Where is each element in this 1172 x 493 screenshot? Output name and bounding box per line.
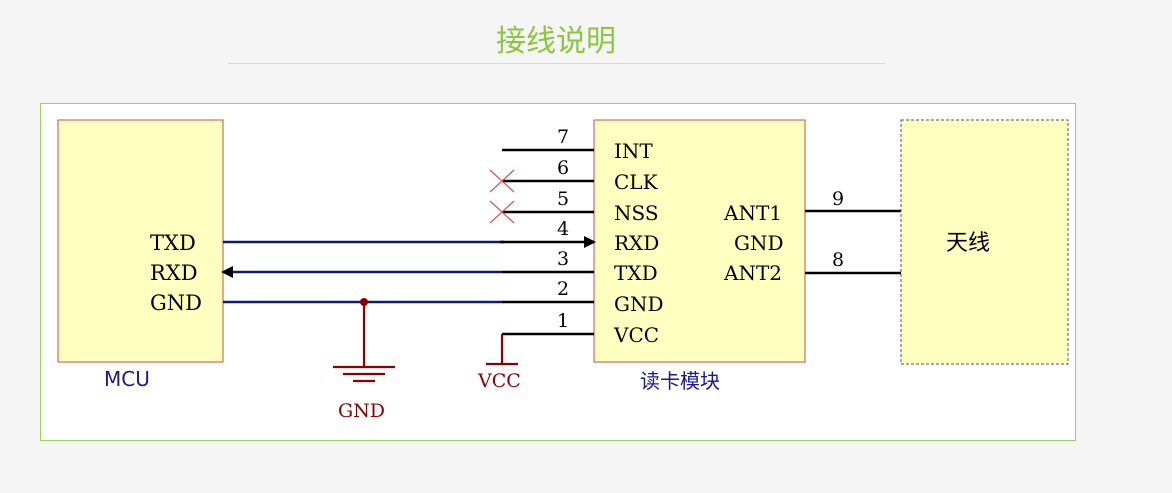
pin-num-4: 4	[557, 218, 569, 240]
pin-num-1: 1	[557, 310, 569, 332]
mcu-box	[57, 119, 224, 363]
no-connect-mark-pin5	[489, 200, 515, 224]
module-pin-txd: TXD	[614, 261, 658, 285]
mcu-pin-txd: TXD	[150, 231, 196, 255]
pin-num-2: 2	[557, 278, 569, 300]
vcc-symbol-label: VCC	[477, 370, 521, 392]
pin-num-5: 5	[557, 188, 569, 210]
antenna-label: 天线	[946, 231, 990, 256]
vcc-symbol	[486, 334, 518, 366]
mcu-label: MCU	[104, 367, 150, 391]
pin-num-9: 9	[832, 188, 844, 210]
module-pin-vcc: VCC	[613, 323, 659, 347]
module-pin-nss: NSS	[614, 201, 659, 225]
no-connect-mark-pin6	[489, 169, 515, 193]
title-divider	[228, 63, 885, 64]
module-pin-gnd-right: GND	[734, 231, 784, 255]
module-pin-clk: CLK	[614, 170, 659, 194]
ground-symbol	[333, 302, 395, 383]
module-pin-rxd: RXD	[614, 231, 659, 255]
module-pin-ant1: ANT1	[723, 201, 782, 225]
reader-module-label: 读卡模块	[640, 369, 720, 393]
mcu-pin-gnd: GND	[150, 291, 202, 315]
antenna-box	[900, 119, 1069, 365]
gnd-symbol-label: GND	[338, 400, 385, 422]
pin-num-7: 7	[557, 126, 569, 148]
module-pin-ant2: ANT2	[723, 261, 782, 285]
reader-module-box	[593, 119, 806, 363]
mcu-pin-rxd: RXD	[150, 261, 198, 285]
pin-num-8: 8	[832, 249, 844, 271]
module-pin-gnd: GND	[614, 292, 664, 316]
page-title: 接线说明	[496, 24, 616, 59]
module-pin-int: INT	[614, 139, 653, 163]
pin-num-6: 6	[557, 157, 569, 179]
pin-num-3: 3	[557, 248, 569, 270]
